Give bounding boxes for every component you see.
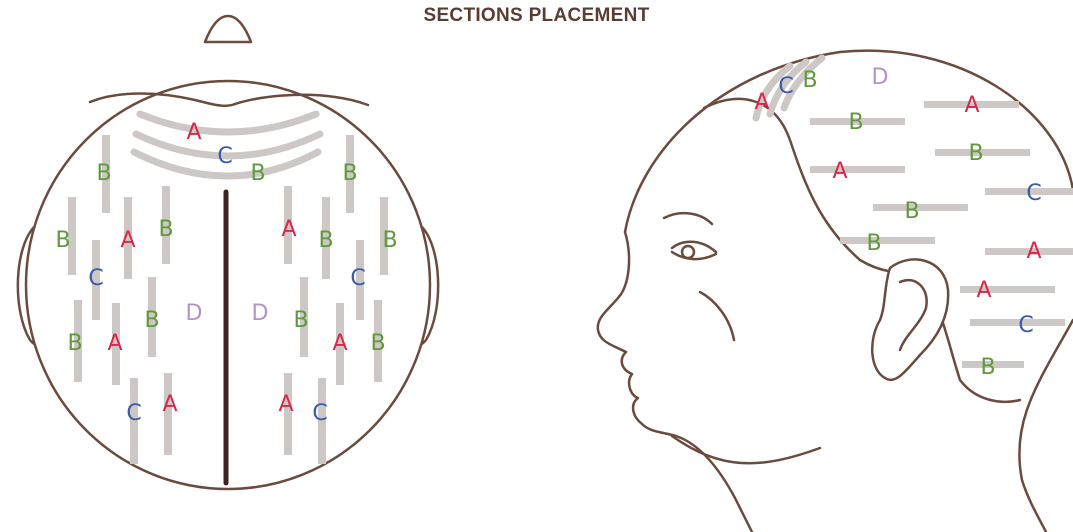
section-label: B [968, 141, 983, 166]
section-label: C [350, 266, 365, 291]
section-label: A [278, 392, 293, 417]
section-bar [960, 286, 1055, 293]
section-label: A [120, 228, 135, 253]
section-label: B [293, 308, 308, 333]
section-label: D [252, 301, 269, 326]
section-label: C [217, 144, 232, 169]
section-label: A [1026, 239, 1041, 264]
side-view-jawline [672, 436, 820, 463]
section-label: B [250, 161, 265, 186]
section-label: C [778, 74, 793, 99]
section-label: B [318, 228, 333, 253]
section-label: C [1018, 313, 1033, 338]
section-label: B [802, 68, 817, 93]
section-bar [873, 204, 968, 211]
section-label: D [872, 65, 889, 90]
section-label: B [158, 217, 173, 242]
top-view-head [18, 16, 438, 489]
section-label: A [281, 217, 296, 242]
section-bar [810, 166, 905, 173]
section-label: D [186, 301, 203, 326]
section-label: A [964, 93, 979, 118]
side-view-cheek [700, 292, 734, 340]
section-label: B [848, 110, 863, 135]
side-view-iris [682, 246, 694, 258]
top-view-hair-peak [205, 16, 251, 42]
side-view-face-profile [598, 232, 752, 532]
section-label: C [1026, 181, 1041, 206]
section-label: B [866, 231, 881, 256]
side-view-neck-back [1019, 320, 1073, 532]
section-label: B [382, 228, 397, 253]
section-label: B [55, 228, 70, 253]
side-view-brow [664, 213, 712, 224]
section-label: B [67, 331, 82, 356]
section-label: C [88, 266, 103, 291]
section-label: B [980, 355, 995, 380]
section-label: A [332, 331, 347, 356]
section-label: A [754, 90, 769, 115]
section-label: A [162, 392, 177, 417]
side-view-ear [872, 259, 948, 379]
section-label: A [107, 331, 122, 356]
section-label: B [342, 161, 357, 186]
section-bar [840, 237, 935, 244]
section-label: B [144, 308, 159, 333]
section-label: B [370, 331, 385, 356]
side-view-head [598, 51, 1073, 532]
section-label: B [904, 199, 919, 224]
section-label: A [976, 278, 991, 303]
section-label: C [126, 401, 141, 426]
section-label: A [186, 120, 201, 145]
side-view-skull-outline [625, 51, 1073, 232]
section-label: A [832, 159, 847, 184]
section-label: B [96, 161, 111, 186]
section-label: C [312, 401, 327, 426]
